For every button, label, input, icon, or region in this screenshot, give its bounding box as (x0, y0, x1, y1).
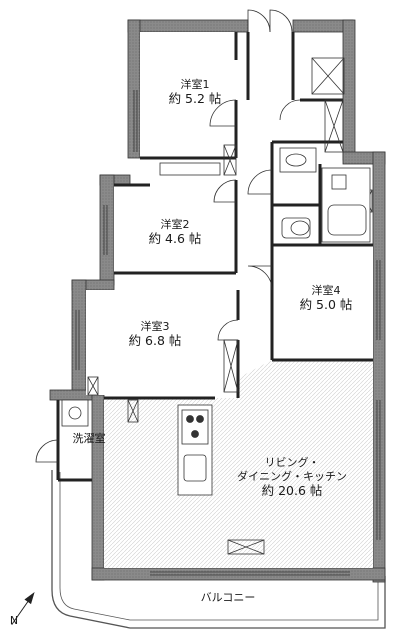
room-bed4-label: 洋室4 約 5.0 帖 (300, 284, 353, 312)
room-bed3-size: 約 6.8 帖 (128, 333, 182, 348)
room-bed2-floor (114, 185, 236, 273)
balcony (51, 470, 386, 629)
room-bed4-name: 洋室4 (311, 284, 341, 297)
room-ldk-size: 約 20.6 帖 (261, 483, 323, 498)
room-bed1-name: 洋室1 (180, 78, 210, 91)
room-bed1-size: 約 5.2 帖 (168, 91, 222, 106)
room-laundry-label: 洗濯室 (72, 432, 106, 445)
room-ldk-floor (104, 360, 373, 568)
room-bed2-label: 洋室2 約 4.6 帖 (149, 218, 202, 246)
laundry-fixtures (61, 399, 89, 427)
closets (87, 57, 373, 555)
door-swings (35, 9, 301, 463)
bathroom-fixtures (279, 147, 371, 243)
room-bed3-floor (86, 290, 238, 395)
room-bed1-floor (140, 32, 236, 158)
room-bed4-floor (272, 245, 373, 360)
windows (75, 90, 381, 576)
room-bed3-name: 洋室3 (140, 320, 170, 333)
room-bed1-label: 洋室1 約 5.2 帖 (169, 78, 222, 106)
balcony-label: バルコニー (200, 591, 256, 604)
north-arrow (11, 591, 35, 626)
room-bed2-size: 約 4.6 帖 (148, 231, 202, 246)
room-ldk-label: リビング・ ダイニング・キッチン 約 20.6 帖 (237, 456, 347, 498)
room-bed2-name: 洋室2 (160, 218, 190, 231)
kitchen-counter (177, 404, 213, 496)
room-bed3-label: 洋室3 約 6.8 帖 (129, 320, 182, 348)
room-bed4-size: 約 5.0 帖 (299, 297, 353, 312)
room-ldk-name-line1: リビング・ (264, 456, 320, 469)
room-ldk-name-line2: ダイニング・キッチン (237, 470, 347, 483)
north-indicator-label: N (9, 614, 19, 627)
